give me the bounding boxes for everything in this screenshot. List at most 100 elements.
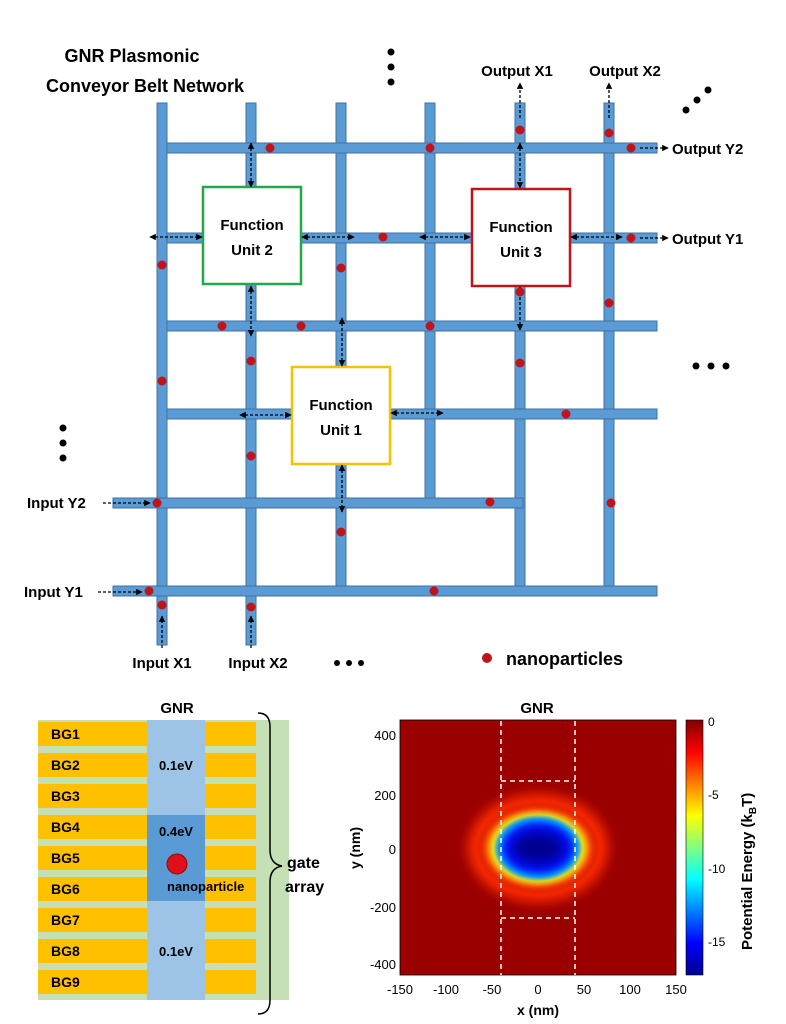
x-tick-label: 0 xyxy=(534,982,541,997)
rail-vertical-3 xyxy=(335,102,347,597)
nanoparticle xyxy=(246,602,256,612)
flow-arrows xyxy=(98,82,669,648)
function-unit-1-box xyxy=(290,365,392,466)
colorbar-ticks: 0 -5 -10 -15 xyxy=(708,715,726,949)
function-unit-2-line1: Function xyxy=(220,217,283,234)
input-y2-label: Input Y2 xyxy=(27,495,86,512)
y-tick-label: 400 xyxy=(374,728,396,743)
colorbar-label-subscript: B xyxy=(748,807,759,814)
output-x2-label: Output X2 xyxy=(589,63,661,80)
function-unit-2-box xyxy=(201,185,303,286)
colorbar-label-suffix: T) xyxy=(739,793,756,807)
colorbar-label: Potential Energy (kBT) xyxy=(739,793,759,950)
nanoparticle xyxy=(336,527,346,537)
nanoparticle xyxy=(515,125,525,135)
gate-bg2 xyxy=(38,753,147,777)
ellipsis-top-right xyxy=(682,86,712,114)
nanoparticle xyxy=(515,358,525,368)
nanoparticle xyxy=(378,232,388,242)
gate-label: BG4 xyxy=(51,819,80,835)
gate-label: BG7 xyxy=(51,912,80,928)
nanoparticle xyxy=(157,600,167,610)
gate-bg3 xyxy=(38,784,147,808)
y-tick-label: 0 xyxy=(389,842,396,857)
nanoparticle xyxy=(604,128,614,138)
output-y2-label: Output Y2 xyxy=(672,141,743,158)
gate-array-diagram: GNR BG1 BG2 B xyxy=(38,700,324,1015)
function-unit-2: Function Unit 2 xyxy=(201,185,303,286)
gnr-boundary-lines xyxy=(500,721,576,975)
gate-labels: BG1 BG2 BG3 BG4 BG5 BG6 BG7 BG8 BG9 xyxy=(51,726,80,990)
nanoparticle xyxy=(217,321,227,331)
rail-vertical-6 xyxy=(603,102,615,597)
function-unit-3: Function Unit 3 xyxy=(470,187,572,288)
gate-label: BG5 xyxy=(51,850,80,866)
heatmap-y-ticks: 400 200 0 -200 -400 xyxy=(370,728,396,972)
colorbar xyxy=(685,719,704,976)
nanoparticle xyxy=(515,287,525,297)
nanoparticle xyxy=(265,143,275,153)
heatmap-y-label: y (nm) xyxy=(347,827,363,869)
continuation-dots xyxy=(59,48,730,666)
gate-bg6 xyxy=(38,877,147,901)
y-tick-label: -200 xyxy=(370,900,396,915)
nanoparticle xyxy=(626,143,636,153)
nanoparticle xyxy=(246,356,256,366)
energy-label-bottom: 0.1eV xyxy=(159,944,193,959)
brace-label-line2: array xyxy=(285,879,324,896)
nanoparticle xyxy=(144,586,154,596)
energy-label-top: 0.1eV xyxy=(159,758,193,773)
function-unit-3-line2: Unit 3 xyxy=(500,244,542,261)
gate-bg4 xyxy=(38,815,147,839)
function-unit-3-box xyxy=(470,187,572,288)
network-title-line2: Conveyor Belt Network xyxy=(46,76,245,96)
nanoparticle xyxy=(429,586,439,596)
nanoparticle xyxy=(626,233,636,243)
nanoparticle-in-well xyxy=(166,853,188,875)
function-unit-1-line2: Unit 1 xyxy=(320,422,362,439)
rail-horizontal-1 xyxy=(166,142,658,154)
ellipsis-bottom xyxy=(334,660,364,666)
nanoparticle xyxy=(246,451,256,461)
nanoparticle xyxy=(604,298,614,308)
gate-label: BG8 xyxy=(51,943,80,959)
gate-label: BG9 xyxy=(51,974,80,990)
heatmap-plot-area xyxy=(400,720,676,975)
rail-vertical-1 xyxy=(156,102,168,646)
y-tick-label: -400 xyxy=(370,957,396,972)
energy-label-mid: 0.4eV xyxy=(159,824,193,839)
rail-horizontal-5 xyxy=(112,497,524,509)
x-tick-label: 50 xyxy=(577,982,591,997)
potential-heatmap: GNR -150 -100 -50 0 50 100 150 x (nm) xyxy=(347,700,759,1018)
x-tick-label: 150 xyxy=(665,982,687,997)
x-tick-label: -50 xyxy=(483,982,502,997)
gate-array-brace xyxy=(257,712,283,1015)
nanoparticle xyxy=(296,321,306,331)
gate-label: BG3 xyxy=(51,788,80,804)
colorbar-label-main: Potential Energy (k xyxy=(739,813,756,950)
brace-label-line1: gate xyxy=(287,855,320,872)
gate-bg7 xyxy=(38,908,147,932)
network-title-line1: GNR Plasmonic xyxy=(64,46,199,66)
gate-label: BG6 xyxy=(51,881,80,897)
x-tick-label: -150 xyxy=(387,982,413,997)
y-tick-label: 200 xyxy=(374,788,396,803)
rail-horizontal-4 xyxy=(166,408,658,420)
function-unit-1: Function Unit 1 xyxy=(290,365,392,466)
heatmap-title: GNR xyxy=(520,700,554,717)
input-x1-label: Input X1 xyxy=(132,655,191,672)
nanoparticle xyxy=(561,409,571,419)
input-y1-label: Input Y1 xyxy=(24,584,83,601)
ellipsis-left xyxy=(59,424,67,462)
ellipsis-right xyxy=(692,362,730,370)
function-unit-2-line2: Unit 2 xyxy=(231,242,273,259)
nanoparticle xyxy=(485,497,495,507)
heatmap-frame xyxy=(399,719,677,976)
colorbar-tick-label: -5 xyxy=(708,788,719,802)
heatmap-x-label: x (nm) xyxy=(517,1002,559,1018)
input-x2-label: Input X2 xyxy=(228,655,287,672)
legend: nanoparticles xyxy=(482,649,623,669)
output-x1-label: Output X1 xyxy=(481,63,553,80)
gates-right xyxy=(205,722,256,994)
nanoparticle xyxy=(425,143,435,153)
